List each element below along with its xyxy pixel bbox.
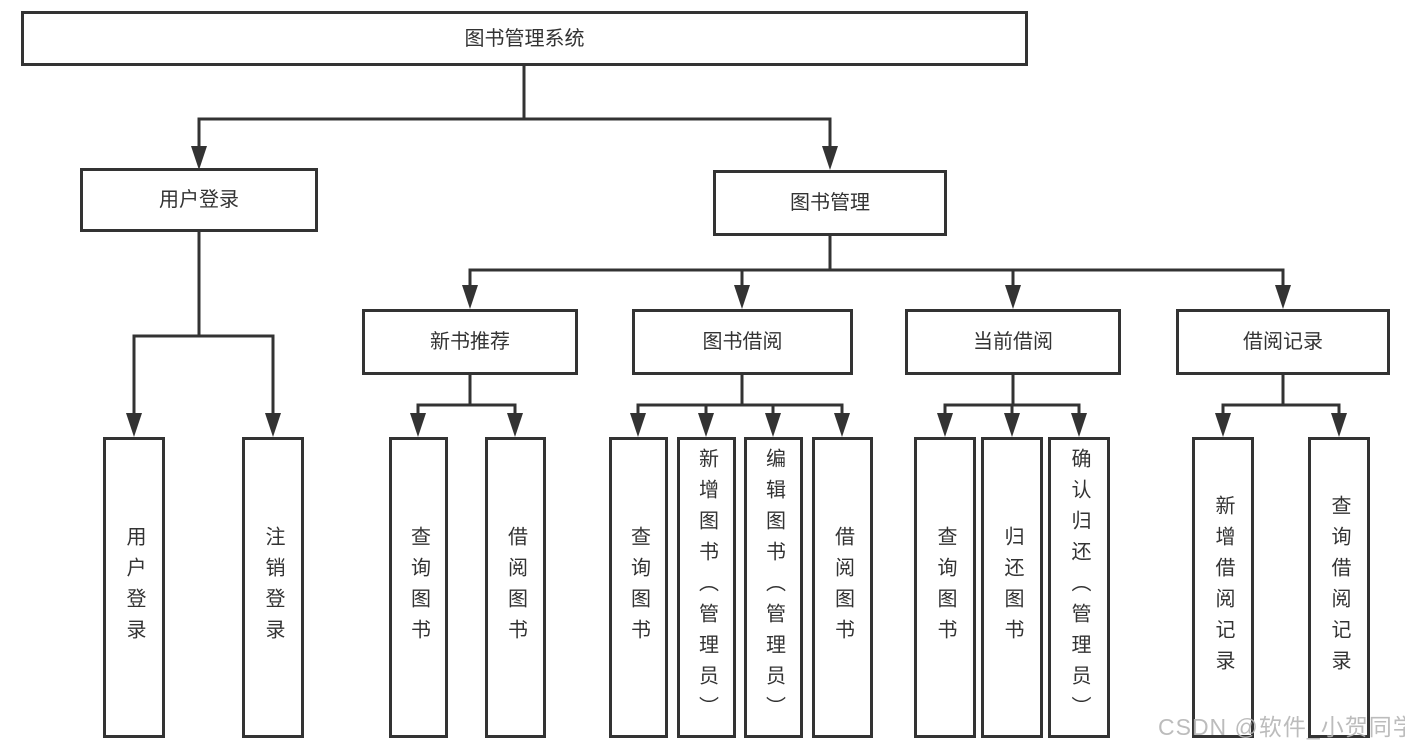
leaf-bb-query-books: 查询图书 [609,437,668,738]
leaf-bb-borrow-books: 借阅图书 [812,437,873,738]
arrow-bb-edit [765,413,781,437]
arrow-new-books [462,285,478,309]
leaf-bb-borrow-books-label: 借阅图书 [831,525,854,650]
node-book-mgmt-label: 图书管理 [790,192,870,214]
arrow-nb-query [410,413,426,437]
node-borrow-records: 借阅记录 [1176,309,1390,375]
leaf-nb-borrow-books: 借阅图书 [485,437,546,738]
leaf-logout-label: 注销登录 [262,525,284,650]
leaf-cb-query-books-label: 查询图书 [934,525,956,650]
arrow-bb-borrow [834,413,850,437]
node-book-borrow-label: 图书借阅 [702,331,783,353]
node-library-system: 图书管理系统 [21,11,1028,66]
leaf-bb-add-books-label: 新增图书（管理员） [695,448,718,727]
node-current-borrow-label: 当前借阅 [973,331,1053,353]
arrow-br-add [1215,413,1231,437]
node-library-system-label: 图书管理系统 [464,27,585,50]
leaf-cb-confirm-return: 确认归还（管理员） [1048,437,1110,738]
arrow-bb-add [698,413,714,437]
arrow-nb-borrow [507,413,523,437]
arrow-leaf-login [126,413,142,437]
arrow-bb-query [630,413,646,437]
arrow-book-borrow [734,285,750,309]
node-book-borrow: 图书借阅 [632,309,853,375]
leaf-nb-query-books: 查询图书 [389,437,448,738]
leaf-br-add-record-label: 新增借阅记录 [1212,494,1234,681]
arrow-br-query [1331,413,1347,437]
leaf-br-add-record: 新增借阅记录 [1192,437,1254,738]
leaf-br-query-record: 查询借阅记录 [1308,437,1370,738]
csdn-watermark: CSDN @软件_小贺同学 [1158,714,1405,740]
leaf-user-login: 用户登录 [103,437,165,738]
arrow-cb-return [1004,413,1020,437]
arrow-user-login [191,146,207,170]
node-book-mgmt: 图书管理 [713,170,947,236]
arrow-book-mgmt [822,146,838,170]
arrow-cb-confirm [1071,413,1087,437]
node-borrow-records-label: 借阅记录 [1243,331,1323,353]
leaf-nb-query-books-label: 查询图书 [407,525,430,650]
leaf-br-query-record-label: 查询借阅记录 [1328,494,1350,681]
leaf-bb-edit-books: 编辑图书（管理员） [744,437,803,738]
leaf-nb-borrow-books-label: 借阅图书 [504,525,527,650]
node-new-books-label: 新书推荐 [430,331,510,353]
node-current-borrow: 当前借阅 [905,309,1121,375]
leaf-bb-edit-books-label: 编辑图书（管理员） [762,448,785,727]
leaf-cb-return-books: 归还图书 [981,437,1043,738]
node-user-login: 用户登录 [80,168,318,232]
leaf-cb-confirm-return-label: 确认归还（管理员） [1068,448,1090,727]
arrow-current-borrow [1005,285,1021,309]
node-new-books: 新书推荐 [362,309,578,375]
node-user-login-label: 用户登录 [159,189,239,211]
arrow-leaf-logout [265,413,281,437]
leaf-user-login-label: 用户登录 [123,525,145,650]
arrow-borrow-records [1275,285,1291,309]
leaf-logout: 注销登录 [242,437,304,738]
leaf-cb-return-books-label: 归还图书 [1001,525,1023,650]
leaf-bb-query-books-label: 查询图书 [627,525,650,650]
leaf-cb-query-books: 查询图书 [914,437,976,738]
leaf-bb-add-books: 新增图书（管理员） [677,437,736,738]
arrow-cb-query [937,413,953,437]
